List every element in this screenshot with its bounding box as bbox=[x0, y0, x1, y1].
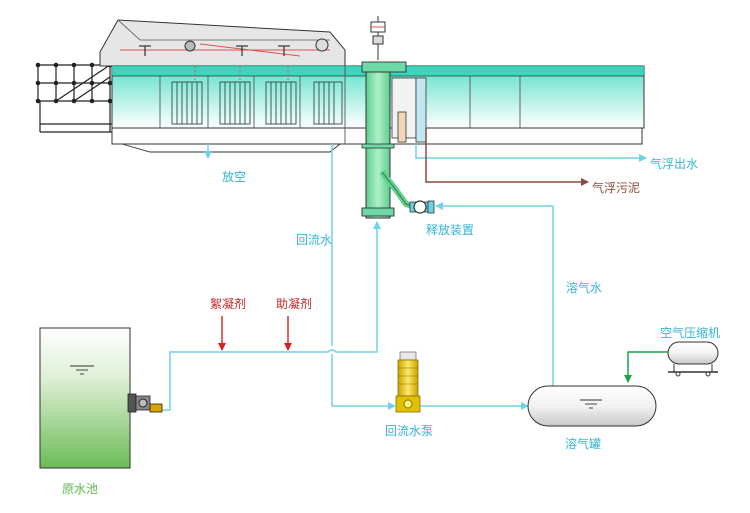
top-vent-valve bbox=[371, 16, 385, 60]
dissolved-air-tank bbox=[528, 386, 656, 426]
label-release-device: 释放装置 bbox=[426, 222, 474, 237]
compressed-air-line bbox=[628, 352, 668, 382]
label-venting: 放空 bbox=[222, 169, 246, 184]
walkway-grid bbox=[36, 63, 113, 132]
label-dissolved-air-tank: 溶气罐 bbox=[565, 436, 601, 451]
raw-water-tank bbox=[40, 328, 130, 468]
label-reflux-water: 回流水 bbox=[296, 233, 332, 247]
label-reflux-pump: 回流水泵 bbox=[385, 424, 433, 438]
label-air-compressor: 空气压缩机 bbox=[660, 325, 720, 340]
label-raw-water-tank: 原水池 bbox=[62, 482, 98, 496]
reflux-pump-icon bbox=[396, 352, 420, 412]
label-flotation-outlet-water: 气浮出水 bbox=[650, 156, 698, 171]
air-compressor bbox=[668, 342, 718, 376]
label-flotation-sludge: 气浮污泥 bbox=[592, 180, 640, 195]
label-flocculant: 絮凝剂 bbox=[210, 296, 246, 311]
flotation-unit bbox=[36, 16, 644, 218]
skimmer-hood bbox=[100, 20, 345, 66]
label-dissolved-air-water: 溶气水 bbox=[566, 280, 602, 295]
raw-water-pump-icon bbox=[128, 394, 162, 412]
label-coagulant-aid: 助凝剂 bbox=[276, 296, 312, 311]
